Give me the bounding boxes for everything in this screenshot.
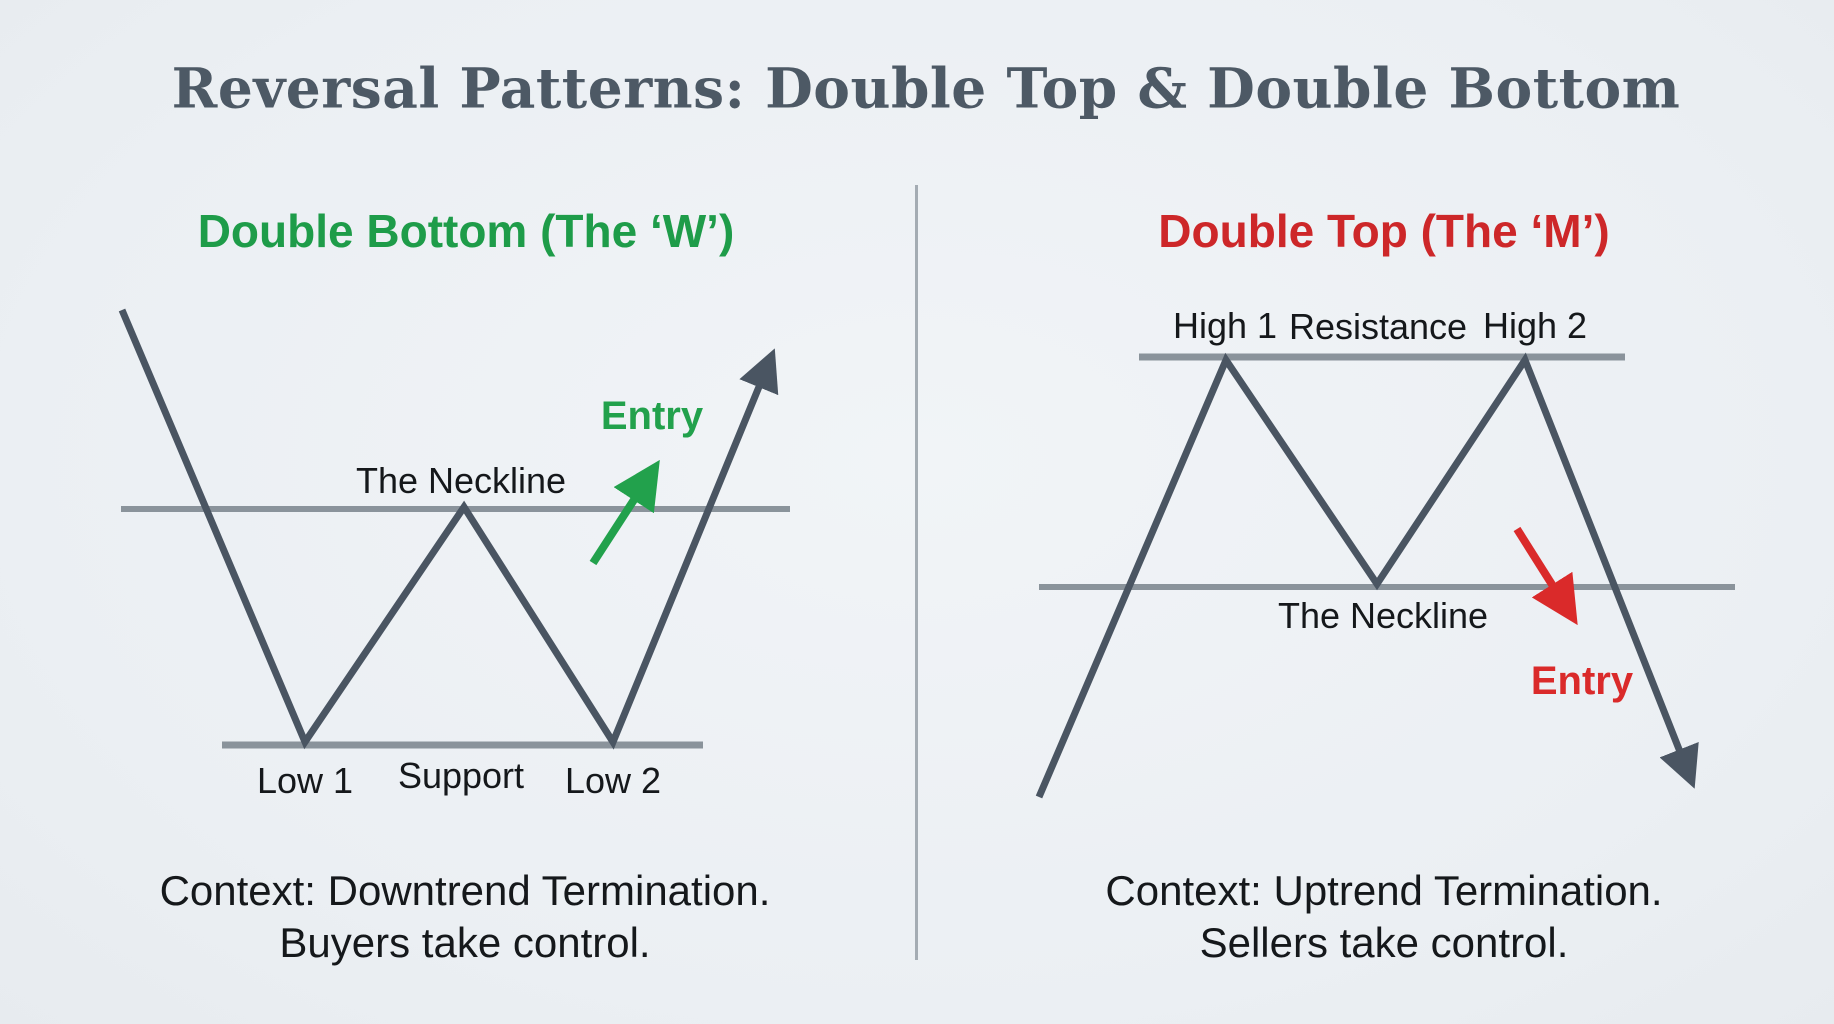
right-caption-line2: Sellers take control.: [1199, 919, 1569, 966]
double-top-price-path: [1035, 352, 1699, 799]
left-caption-line1: Context: Downtrend Termination.: [159, 867, 771, 914]
right-caption-line1: Context: Uptrend Termination.: [1105, 867, 1663, 914]
double-bottom-price-path: [118, 308, 779, 750]
page-title: Reversal Patterns: Double Top & Double B…: [171, 55, 1681, 121]
right-entry-label: Entry: [1530, 659, 1634, 703]
right-entry-arrow: [1513, 526, 1578, 626]
high1-label: High 1: [1172, 305, 1278, 346]
support-label: Support: [397, 755, 525, 796]
double-bottom-heading: Double Bottom (The ‘W’): [197, 205, 735, 257]
right-neckline-label: The Neckline: [1277, 595, 1489, 636]
left-entry-arrow: [589, 459, 660, 566]
left-neckline-label: The Neckline: [355, 460, 567, 501]
low2-label: Low 2: [564, 760, 662, 801]
low1-label: Low 1: [256, 760, 354, 801]
left-entry-label: Entry: [600, 394, 704, 438]
resistance-label: Resistance: [1288, 306, 1468, 347]
panel-divider: [915, 185, 918, 960]
high2-label: High 2: [1482, 305, 1588, 346]
left-caption-line2: Buyers take control.: [279, 919, 651, 966]
double-top-heading: Double Top (The ‘M’): [1158, 205, 1610, 257]
